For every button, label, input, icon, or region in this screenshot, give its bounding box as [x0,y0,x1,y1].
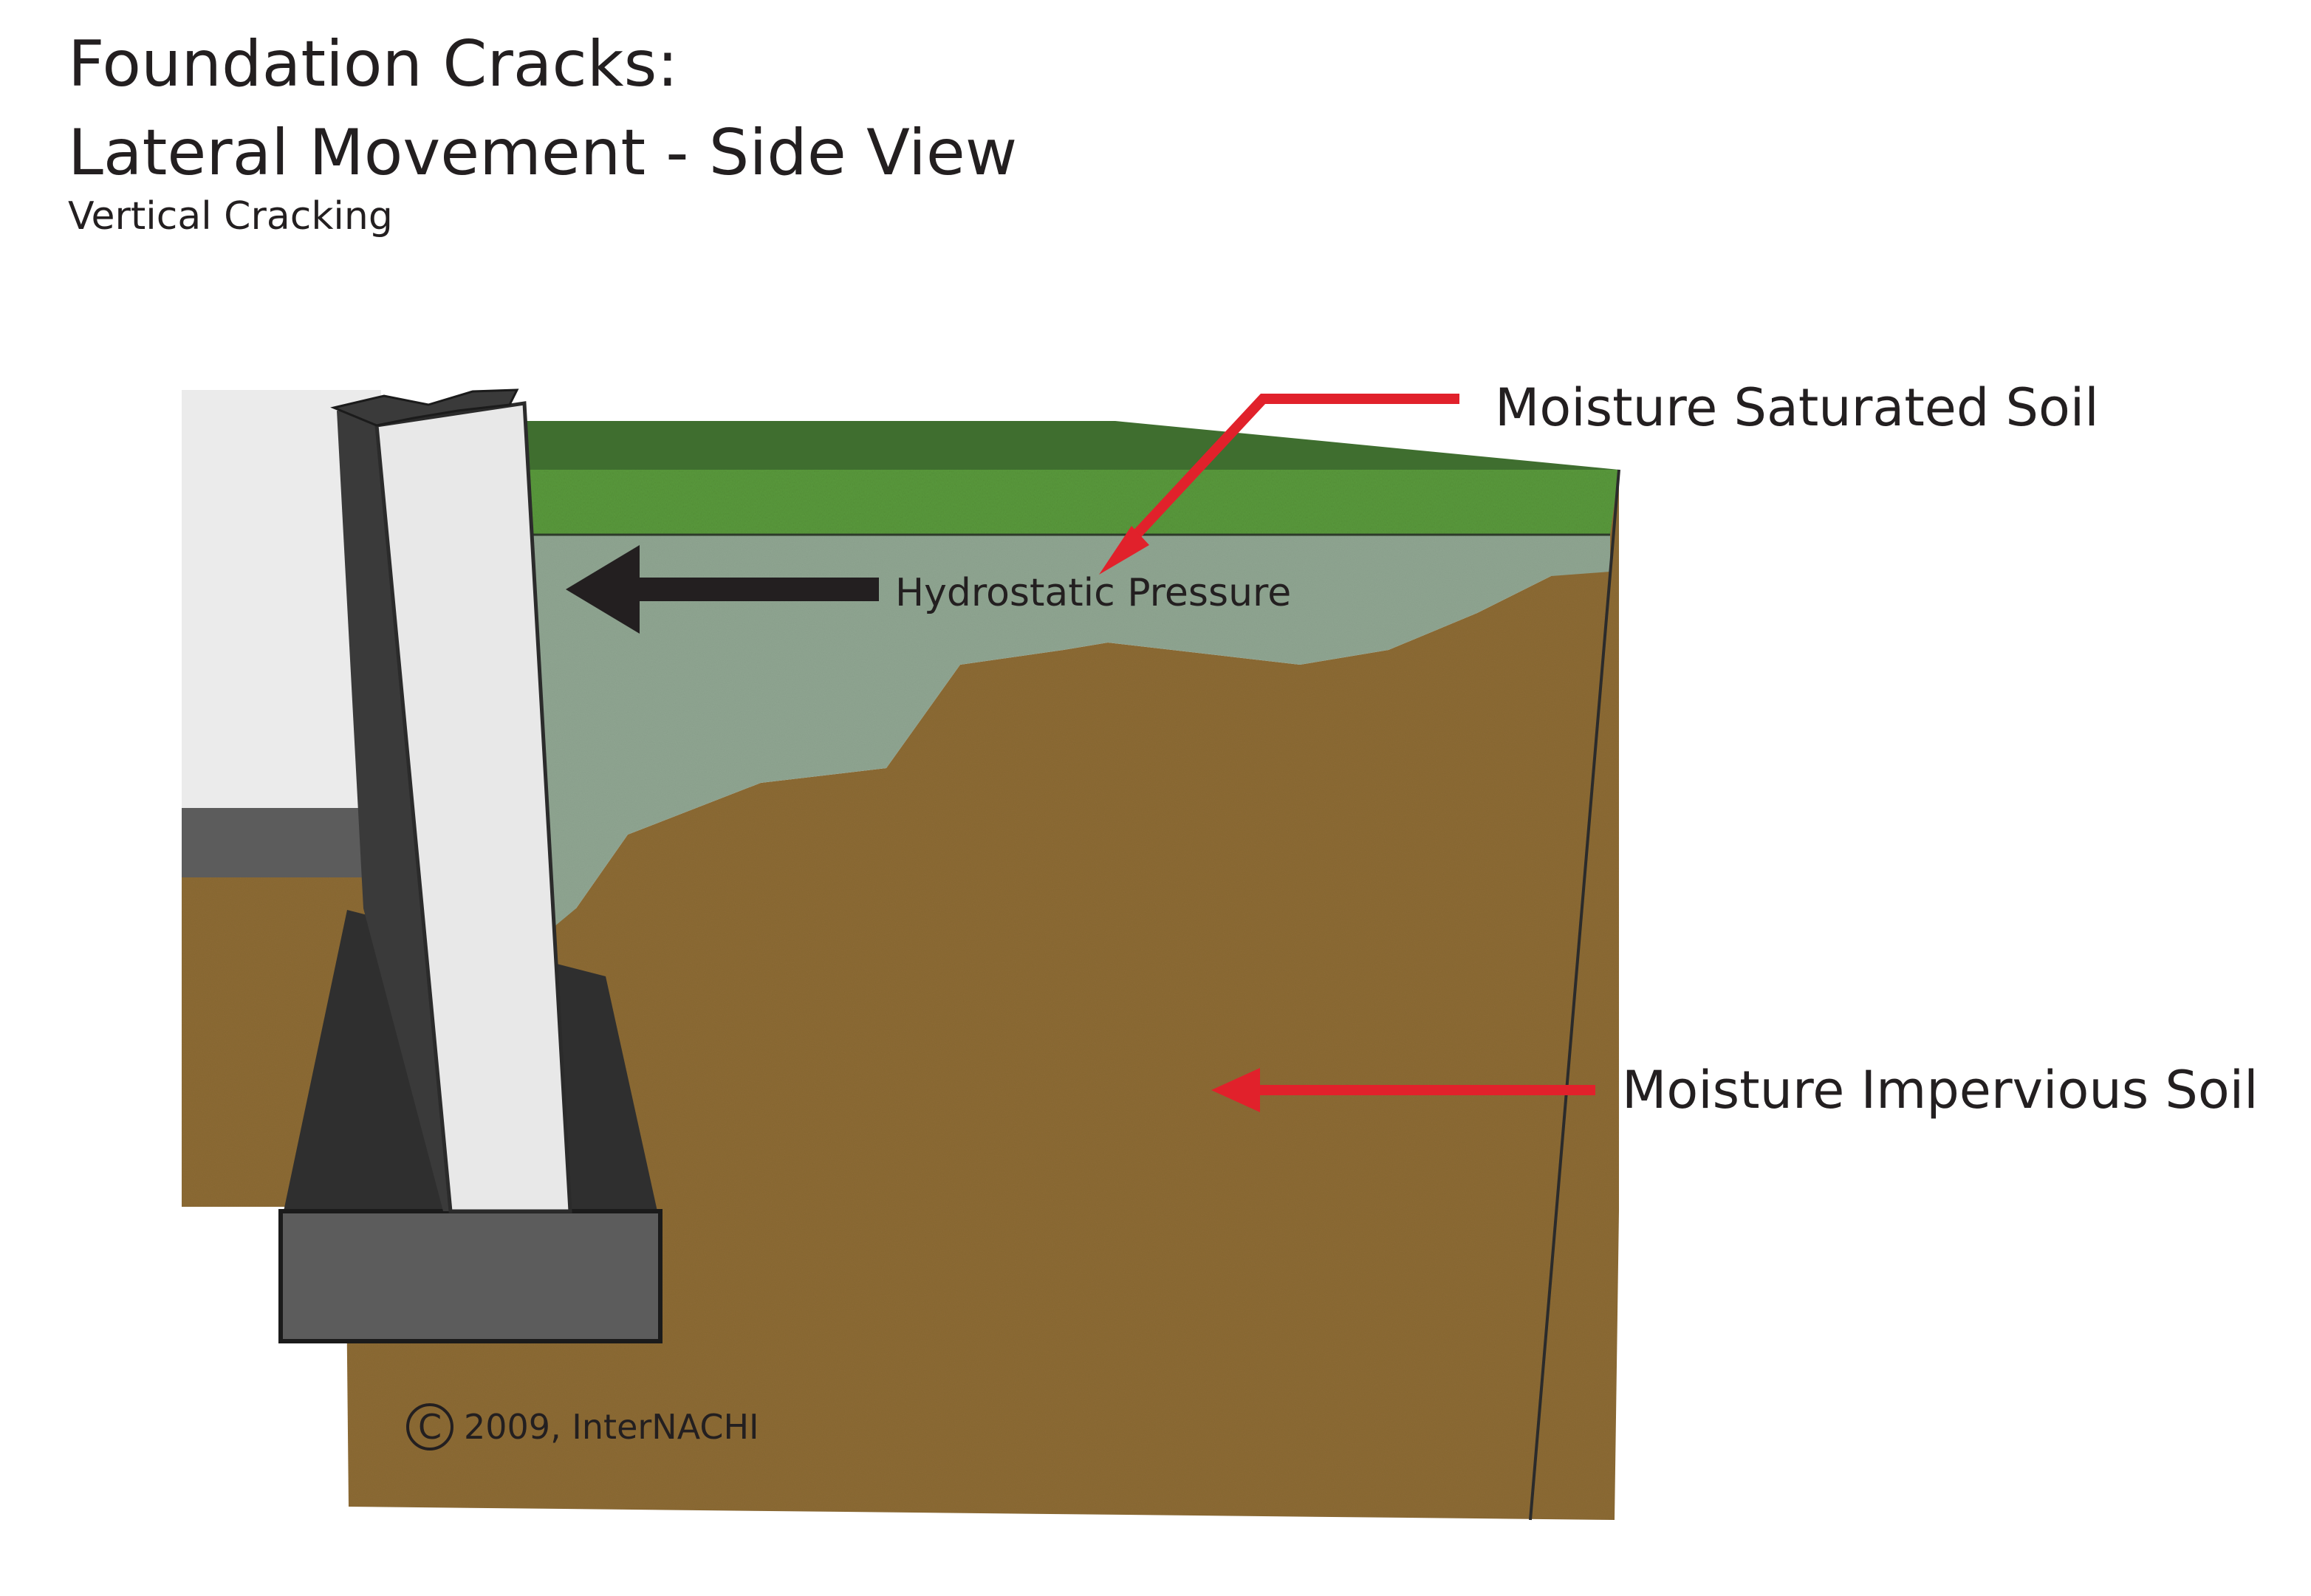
copyright-text: 2009, InterNACHI [464,1407,759,1447]
impervious-soil-upper [346,473,1619,1211]
soil-block [346,473,1619,1520]
title-line-2: Lateral Movement - Side View [68,116,1017,190]
pressure-arrow-shaft [635,578,879,601]
saturated-soil-label: Moisture Saturated Soil [1495,377,2099,438]
grass-front [517,470,1619,535]
footing-front [281,1211,660,1341]
foundation-wall-face [374,401,572,1213]
copyright-symbol [406,1403,453,1451]
hydrostatic-pressure-label: Hydrostatic Pressure [895,571,1291,615]
foundation-wall-side [337,411,451,1211]
copyright-notice: C 2009, InterNACHI [406,1403,759,1451]
foundation-wall-crack [330,388,519,427]
saturated-soil-pointer-head [1099,526,1149,575]
grass-layer [517,421,1620,1521]
subtitle: Vertical Cracking [68,194,393,239]
copyright-symbol-letter: C [418,1407,442,1447]
impervious-soil [346,1211,1619,1520]
saturated-soil [532,535,1610,945]
foundation-wall [330,388,572,1213]
impervious-soil-callout: Moisture Impervious Soil [1211,1060,2259,1120]
grass-top-surface [517,421,1619,470]
pressure-arrow-head [566,545,640,634]
title-line-1: Foundation Cracks: [68,27,678,101]
soil-block-right-edge [1529,469,1620,1521]
impervious-soil-label: Moisture Impervious Soil [1622,1060,2259,1120]
saturated-soil-pointer-line [1118,394,1459,553]
floor-slab [182,808,381,877]
hydrostatic-pressure-arrow: Hydrostatic Pressure [566,545,1291,634]
impervious-soil-pointer-head [1211,1068,1260,1112]
saturated-soil-callout: Moisture Saturated Soil [1099,377,2099,575]
